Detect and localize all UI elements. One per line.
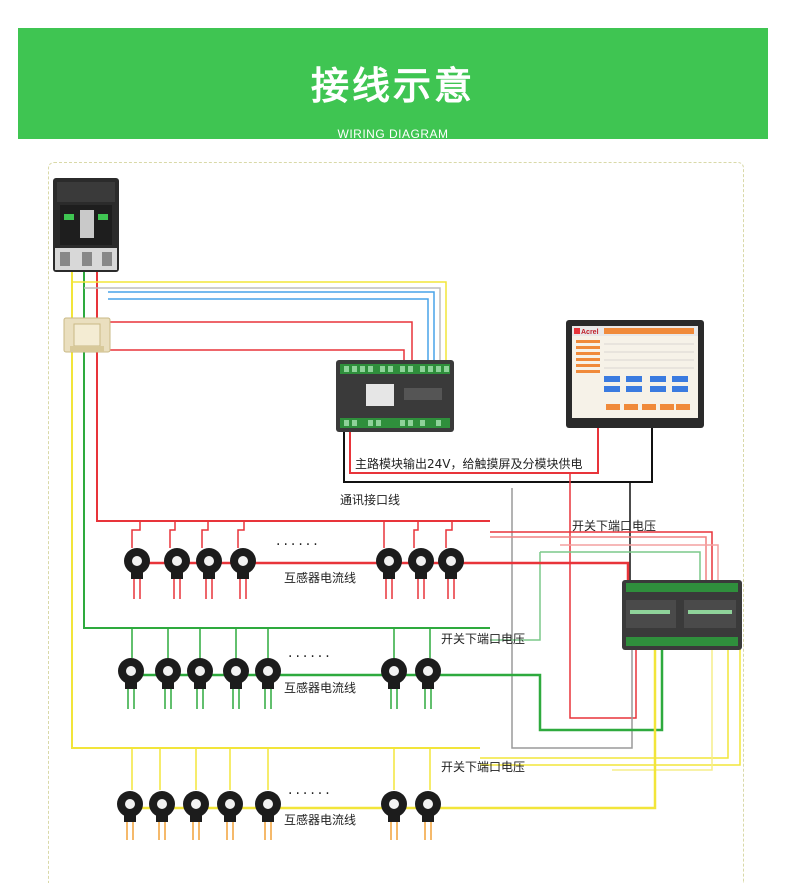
page-subtitle: WIRING DIAGRAM	[337, 127, 449, 141]
green-drops	[131, 628, 431, 658]
ct-sensor	[124, 548, 150, 599]
ct-sensor	[255, 791, 281, 840]
power-supply-label: 主路模块输出24V，给触摸屏及分模块供电	[355, 457, 583, 471]
ct-sensor	[438, 548, 464, 599]
switch-voltage-label-3: 开关下端口电压	[441, 760, 526, 774]
ct-sensor	[196, 548, 222, 599]
header-banner: 接线示意 WIRING DIAGRAM	[18, 28, 768, 141]
ct-sensor	[408, 548, 434, 599]
terminal-block	[63, 317, 111, 353]
supply-wire-red	[349, 428, 599, 474]
ct-sensor	[255, 658, 281, 709]
main-module	[336, 360, 454, 432]
yellow-main-wire	[71, 270, 480, 749]
supply-wire-red-2	[569, 473, 637, 719]
ct-sensor	[230, 548, 256, 599]
ct-sensor	[155, 658, 181, 709]
voltage-wire-green-1	[490, 552, 541, 641]
circuit-breaker	[53, 178, 119, 272]
ct-current-label-2: 互感器电流线	[284, 681, 357, 695]
ct-current-label-1: 互感器电流线	[284, 571, 357, 585]
ct-wire-yellow	[132, 650, 657, 810]
comm-wire	[511, 488, 633, 749]
wires	[71, 270, 741, 810]
red-main-wire	[96, 270, 490, 522]
switch-voltage-label-1: 开关下端口电压	[572, 519, 657, 533]
green-main-wire	[83, 270, 490, 629]
ct-sensor	[117, 791, 143, 840]
ct-sensor	[183, 791, 209, 840]
ct-group-c	[117, 791, 441, 840]
voltage-wire-pink-1	[490, 536, 707, 580]
switch-voltage-label-2: 开关下端口电压	[441, 632, 526, 646]
diagram-frame	[48, 162, 744, 883]
ct-sensor	[118, 658, 144, 709]
ct-sensor	[376, 548, 402, 599]
ellipsis-1: ······	[276, 537, 321, 553]
comm-line-label: 通讯接口线	[340, 493, 401, 507]
voltage-wire-red-1	[490, 531, 713, 580]
ct-sensor	[164, 548, 190, 599]
gray-top-wire	[84, 287, 441, 368]
ct-current-label-3: 互感器电流线	[284, 813, 357, 827]
ct-sensor	[223, 658, 249, 709]
ct-group-a	[124, 548, 464, 599]
blue-top-wire-2	[108, 298, 429, 368]
wiring-diagram: Acrel	[53, 178, 742, 840]
ct-sensor	[149, 791, 175, 840]
sub-module	[622, 580, 742, 650]
red-drops	[131, 521, 453, 548]
ellipsis-2: ······	[288, 649, 333, 665]
ct-sensor	[187, 658, 213, 709]
ct-sensor	[217, 791, 243, 840]
voltage-wire-pink-2	[560, 544, 719, 580]
ellipsis-3: ······	[288, 786, 333, 802]
yellow-top-wire	[72, 281, 447, 368]
red-top-wire-1	[97, 321, 413, 368]
ct-sensor	[415, 791, 441, 840]
voltage-wire-gray-1	[540, 551, 701, 580]
blue-top-wire-1	[108, 291, 435, 368]
ct-sensor	[415, 658, 441, 709]
voltage-wire-yellow-3	[612, 650, 713, 771]
supply-wire-black	[343, 428, 653, 483]
ct-sensor	[381, 658, 407, 709]
yellow-drops	[131, 748, 431, 790]
screen-brand: Acrel	[581, 329, 599, 336]
touch-screen: Acrel	[566, 320, 704, 428]
page-title: 接线示意	[310, 64, 475, 108]
ct-sensor	[381, 791, 407, 840]
ct-group-b	[118, 658, 441, 709]
